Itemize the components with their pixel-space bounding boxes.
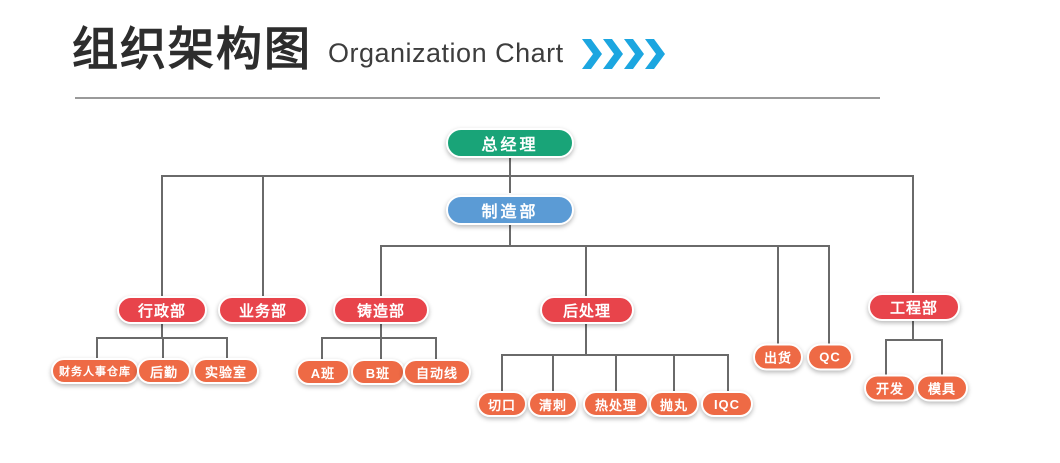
connector-line	[380, 245, 828, 247]
org-node-shot: 抛丸	[649, 391, 699, 417]
connector-line	[885, 339, 887, 376]
org-node-qc: QC	[807, 343, 853, 371]
connector-line	[585, 323, 587, 355]
connector-line	[226, 337, 228, 359]
connector-line	[380, 322, 382, 338]
connector-line	[501, 354, 727, 356]
connector-line	[777, 245, 779, 344]
fast-forward-chevrons-icon	[581, 39, 666, 69]
connector-line	[96, 337, 98, 359]
connector-line	[912, 320, 914, 340]
org-node-iqc: IQC	[701, 391, 753, 417]
connector-line	[161, 175, 912, 177]
connector-line	[321, 337, 323, 360]
org-node-b: B班	[351, 359, 405, 385]
org-node-post: 后处理	[540, 296, 634, 324]
connector-line	[885, 339, 941, 341]
org-node-admin: 行政部	[117, 296, 207, 324]
org-node-fin: 财务人事仓库	[51, 358, 139, 384]
connector-line	[161, 175, 163, 296]
org-node-cast: 铸造部	[333, 296, 429, 324]
org-node-heat: 热处理	[583, 391, 649, 417]
connector-line	[435, 337, 437, 360]
org-node-auto: 自动线	[403, 359, 471, 385]
org-node-dev: 开发	[864, 374, 916, 402]
org-node-deburr: 清刺	[528, 391, 578, 417]
org-node-lab: 实验室	[193, 358, 259, 384]
connector-line	[380, 245, 382, 296]
page-title-english: Organization Chart	[328, 37, 564, 68]
connector-line	[912, 175, 914, 293]
connector-line	[941, 339, 943, 376]
org-node-biz: 业务部	[218, 296, 308, 324]
connector-line	[673, 354, 675, 391]
connector-line	[162, 337, 164, 359]
org-node-log: 后勤	[137, 358, 191, 384]
org-node-cut: 切口	[477, 391, 527, 417]
connector-line	[380, 337, 382, 360]
connector-line	[552, 354, 554, 391]
connector-line	[585, 245, 587, 297]
page-header: 组织架构图 Organization Chart	[72, 18, 666, 80]
connector-line	[828, 245, 830, 344]
connector-line	[161, 322, 163, 338]
org-node-gm: 总经理	[446, 128, 574, 158]
org-node-mfg: 制造部	[446, 195, 574, 225]
connector-line	[501, 354, 503, 391]
connector-line	[727, 354, 729, 391]
org-node-ship: 出货	[753, 343, 803, 371]
connector-line	[615, 354, 617, 391]
org-node-eng: 工程部	[868, 293, 960, 321]
org-node-a: A班	[296, 359, 350, 385]
connector-line	[321, 337, 435, 339]
connector-line	[96, 337, 226, 339]
page-title-chinese: 组织架构图	[72, 23, 312, 75]
connector-line	[262, 175, 264, 296]
connector-line	[509, 225, 511, 245]
header-divider-rule	[75, 97, 880, 99]
org-node-mold: 模具	[916, 374, 968, 402]
